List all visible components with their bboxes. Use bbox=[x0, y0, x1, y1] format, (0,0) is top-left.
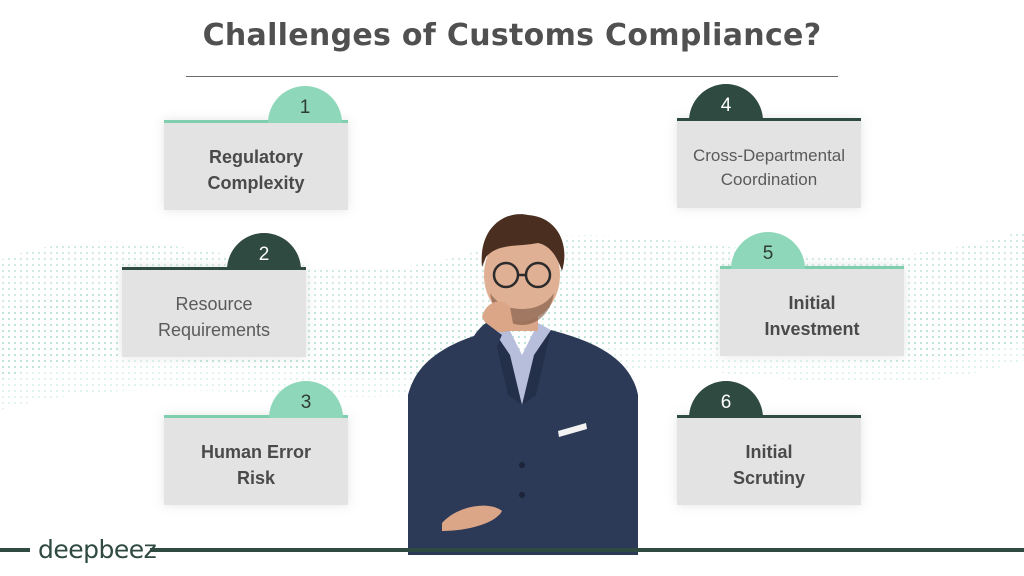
challenge-label-line2: Investment bbox=[764, 318, 860, 339]
page-title: Challenges of Customs Compliance? bbox=[202, 18, 822, 53]
challenge-label-line1: Initial bbox=[788, 292, 836, 313]
challenge-label-line2: Risk bbox=[236, 467, 276, 488]
number-badge-text: 2 bbox=[258, 244, 270, 265]
number-badge-4: 4 bbox=[689, 84, 763, 121]
challenge-label-line1: Human Error bbox=[200, 441, 312, 462]
number-badge-text: 5 bbox=[762, 243, 774, 264]
challenge-label-line1: Initial bbox=[745, 441, 793, 462]
number-badge-text: 6 bbox=[720, 392, 732, 413]
challenge-card-4: Cross-Departmental Coordination bbox=[677, 118, 861, 208]
challenge-label: Human Error Risk bbox=[201, 439, 311, 491]
number-badge-text: 1 bbox=[299, 97, 311, 118]
challenge-card-6: Initial Scrutiny bbox=[677, 415, 861, 505]
challenge-label-line2: Requirements bbox=[157, 319, 271, 340]
thinking-businessman-image bbox=[408, 214, 638, 555]
challenge-card-1: Regulatory Complexity bbox=[164, 120, 348, 210]
challenge-label-line1: Resource bbox=[175, 293, 253, 314]
challenge-label-line2: Coordination bbox=[720, 169, 818, 189]
challenge-label: Resource Requirements bbox=[158, 291, 270, 343]
challenge-card-3: Human Error Risk bbox=[164, 415, 348, 505]
number-badge-text: 4 bbox=[720, 95, 732, 116]
challenge-label-line2: Complexity bbox=[207, 172, 305, 193]
challenge-label-line1: Regulatory bbox=[208, 146, 304, 167]
number-badge-text: 3 bbox=[300, 392, 312, 413]
challenge-card-5: Initial Investment bbox=[720, 266, 904, 356]
challenge-label-line1: Cross-Departmental bbox=[692, 145, 846, 165]
brand-logo: deepbeez bbox=[38, 535, 157, 564]
footer-line-right bbox=[150, 548, 1024, 552]
number-badge-1: 1 bbox=[268, 86, 342, 123]
challenge-label: Cross-Departmental Coordination bbox=[693, 144, 845, 192]
challenge-label: Regulatory Complexity bbox=[207, 144, 304, 196]
challenge-card-2: Resource Requirements bbox=[122, 267, 306, 357]
title-divider bbox=[186, 76, 838, 77]
footer-line-left bbox=[0, 548, 30, 552]
challenge-label: Initial Investment bbox=[764, 290, 859, 342]
challenge-label-line2: Scrutiny bbox=[732, 467, 806, 488]
challenge-label: Initial Scrutiny bbox=[733, 439, 805, 491]
